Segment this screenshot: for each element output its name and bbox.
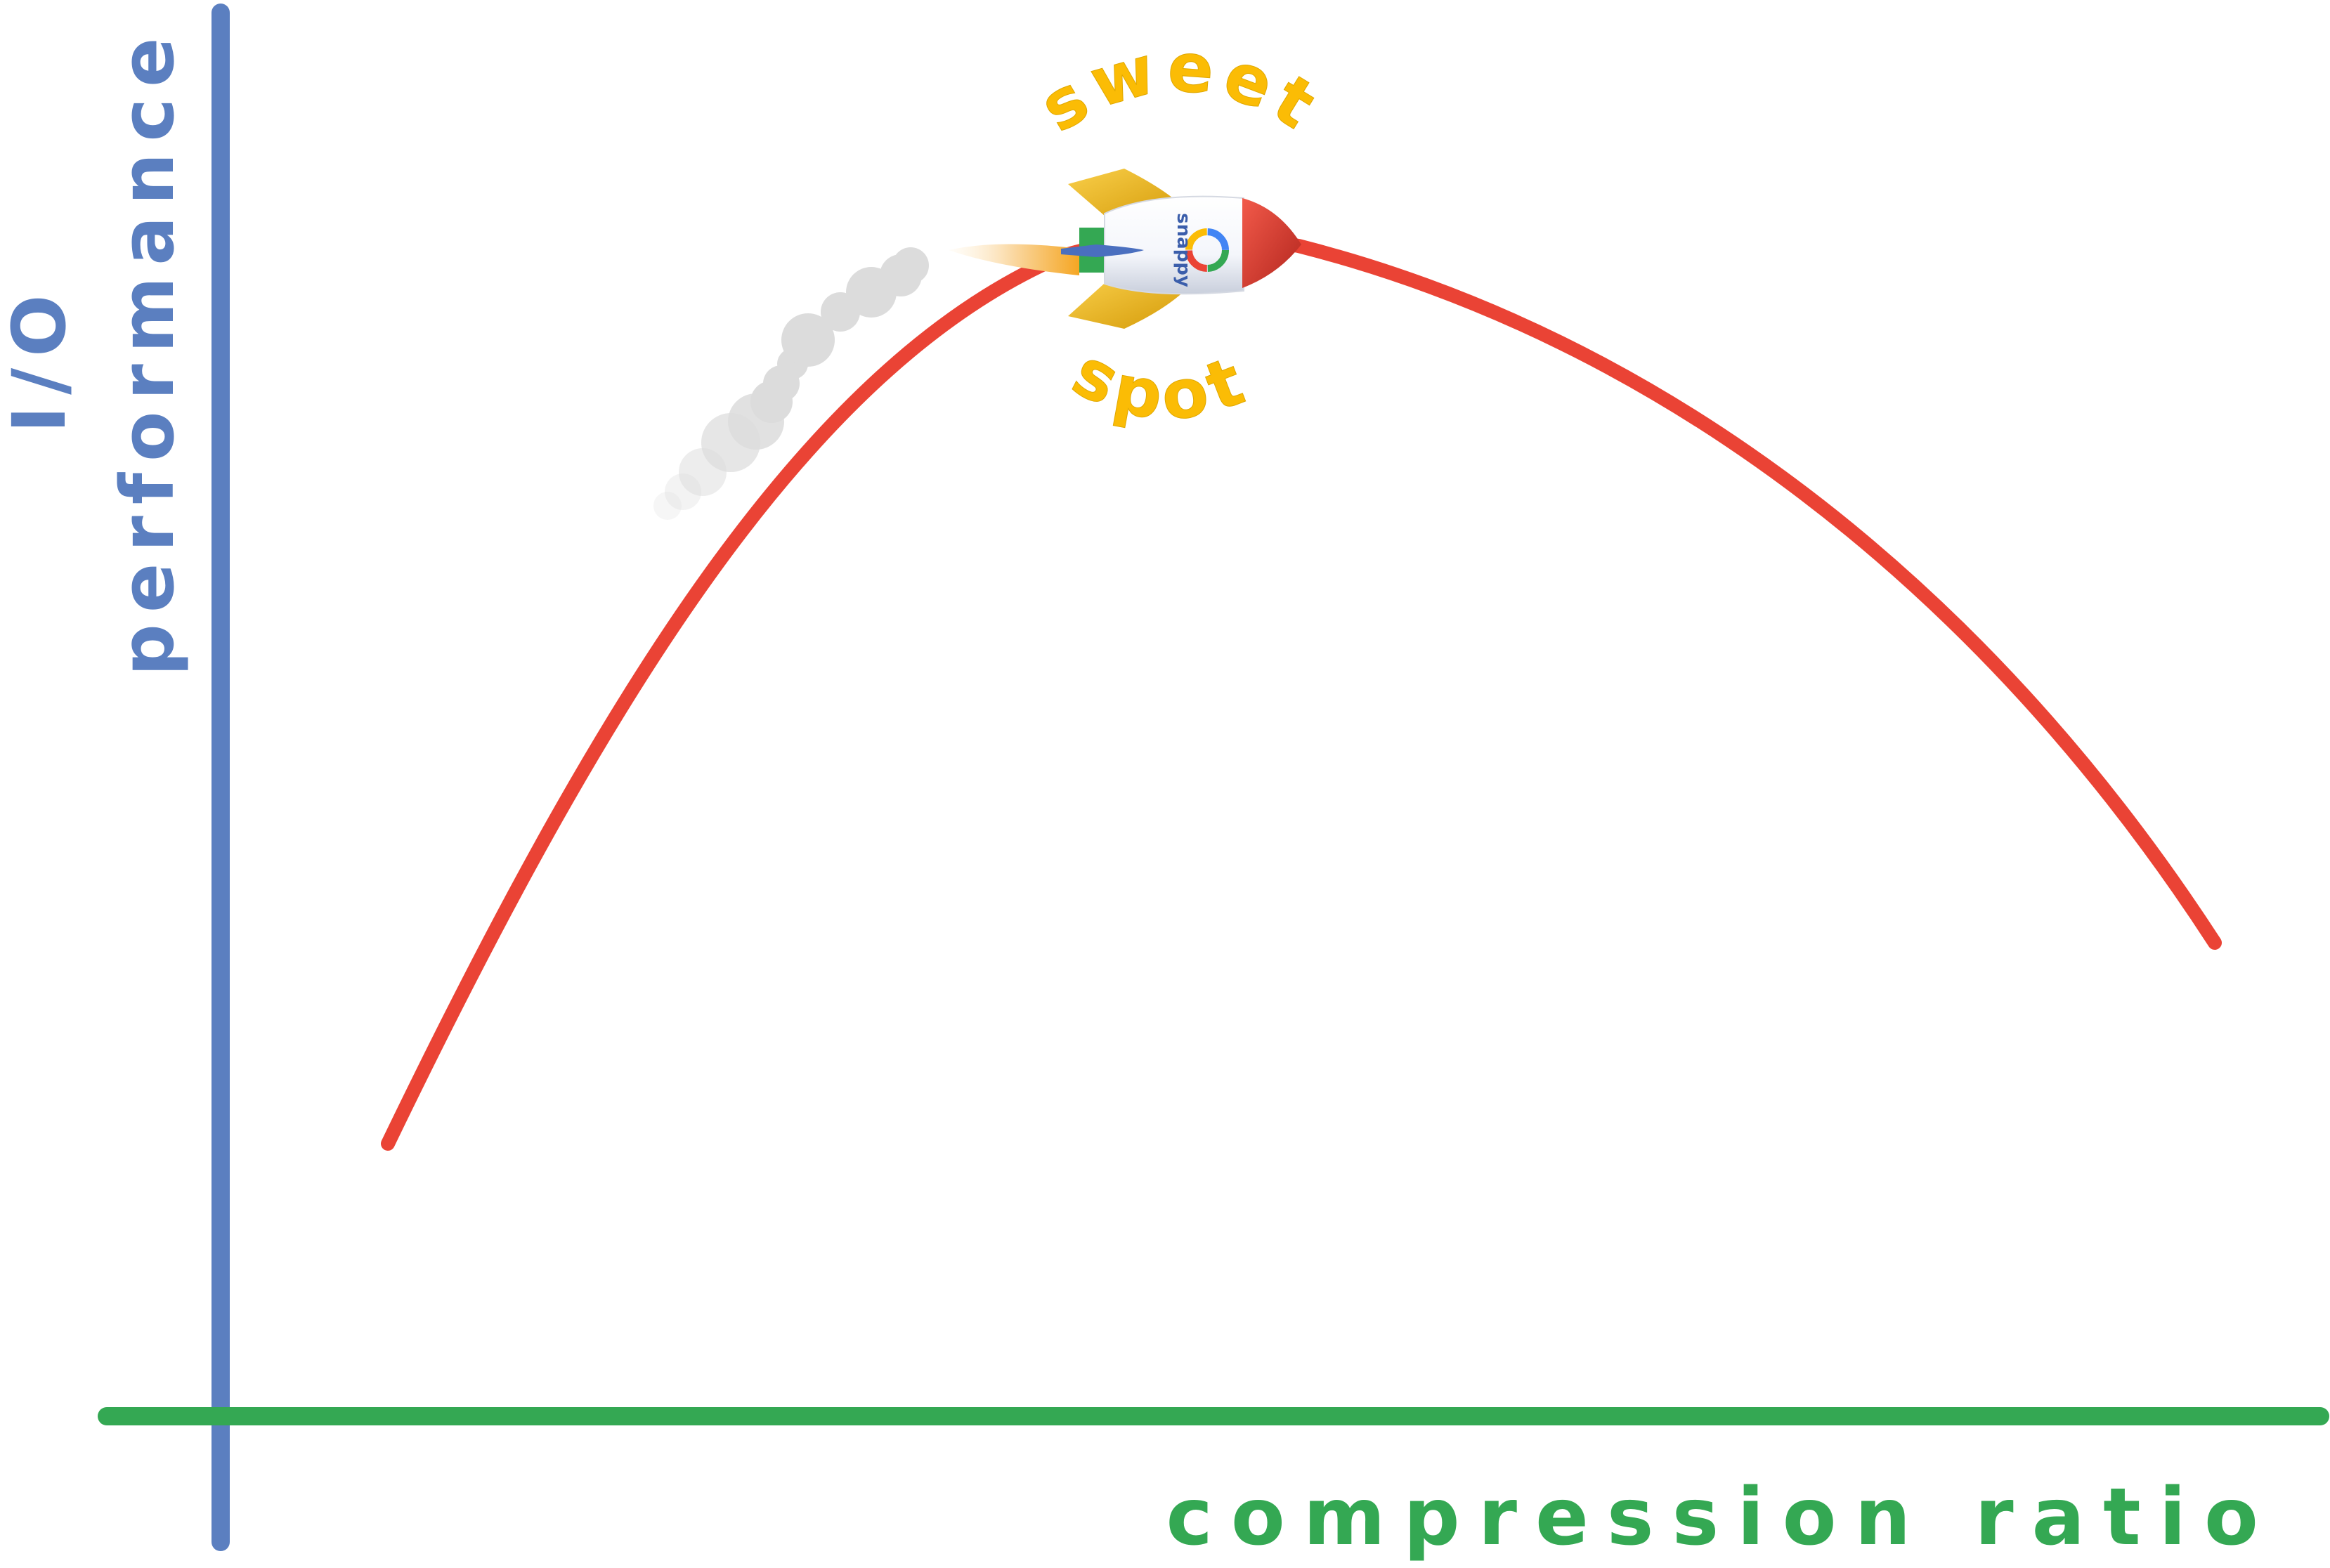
sweet-label-text: sweet [1027,27,1328,148]
y-axis-label-line2: performance [105,26,190,676]
rocket-antenna [1061,244,1144,257]
spot-label-text: spot [1060,332,1254,437]
rocket-icon: snappy [949,169,1301,329]
flame-icon [949,244,1079,275]
smoke-trail [653,247,929,520]
rocket-logo-text: snappy [1173,213,1194,287]
rocket-nose [1242,198,1301,288]
sweet-label: sweet [1027,27,1334,148]
performance-curve [381,230,2222,1151]
spot-label: spot [1061,333,1261,437]
y-axis-label: I/O performance [0,26,190,676]
y-axis-label-line1: I/O [0,283,82,433]
x-axis-label: compression ratio [1166,1472,2277,1563]
